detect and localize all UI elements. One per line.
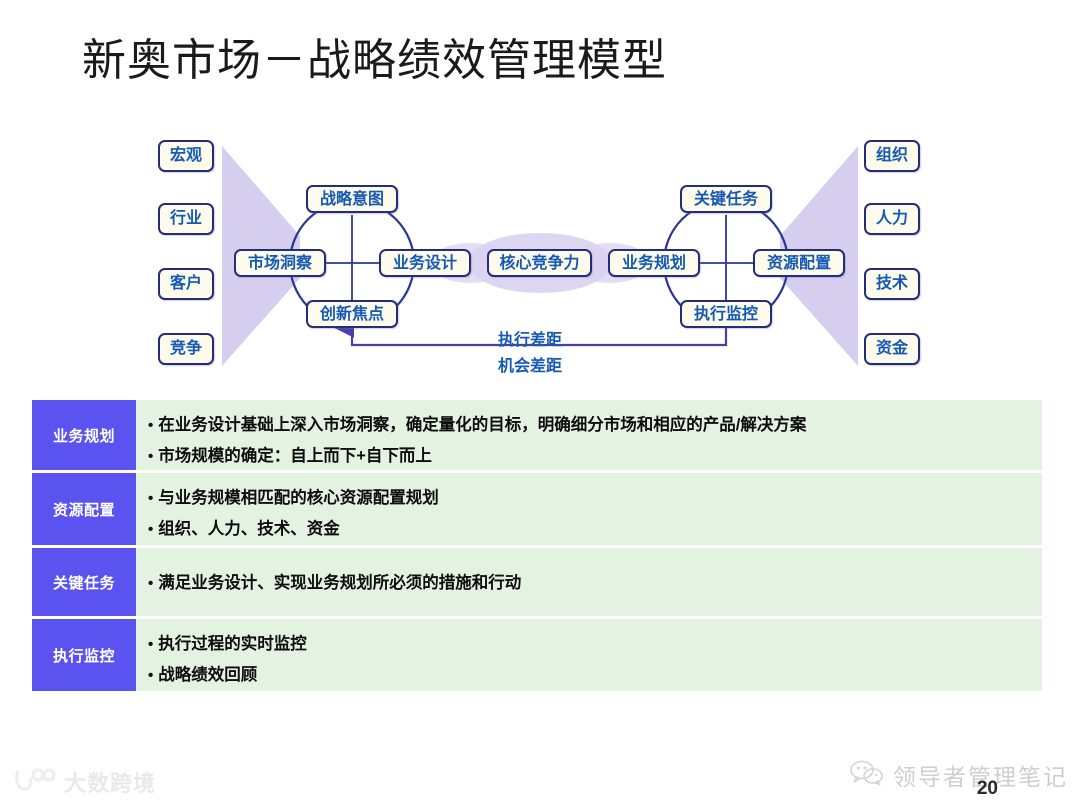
bullet-item: 组织、人力、技术、资金 xyxy=(148,514,1042,545)
node-resource-allocation[interactable]: 资源配置 xyxy=(753,249,845,277)
table-row: 业务规划 在业务设计基础上深入市场洞察，确定量化的目标，明确细分市场和相应的产品… xyxy=(32,400,1042,470)
output-box-capital[interactable]: 资金 xyxy=(864,333,920,365)
input-box-industry[interactable]: 行业 xyxy=(158,203,214,235)
bullet-item: 满足业务设计、实现业务规划所必须的措施和行动 xyxy=(148,568,1042,599)
brand-label: 大数跨境 xyxy=(64,771,157,796)
row-label-business-planning[interactable]: 业务规划 xyxy=(32,400,136,470)
node-business-planning[interactable]: 业务规划 xyxy=(608,249,700,277)
feedback-loop-path xyxy=(334,318,728,347)
row-label-resource-allocation[interactable]: 资源配置 xyxy=(32,473,136,545)
detail-table: 业务规划 在业务设计基础上深入市场洞察，确定量化的目标，明确细分市场和相应的产品… xyxy=(32,400,1042,694)
output-box-manpower[interactable]: 人力 xyxy=(864,203,920,235)
input-box-macro[interactable]: 宏观 xyxy=(158,140,214,172)
bullet-item: 战略绩效回顾 xyxy=(148,660,1042,691)
brand-logo-icon xyxy=(14,767,56,798)
row-label-execution-monitor[interactable]: 执行监控 xyxy=(32,619,136,691)
node-market-insight[interactable]: 市场洞察 xyxy=(234,249,326,277)
bullet-item: 在业务设计基础上深入市场洞察，确定量化的目标，明确细分市场和相应的产品/解决方案 xyxy=(148,410,1042,441)
row-content-key-tasks: 满足业务设计、实现业务规划所必须的措施和行动 xyxy=(136,548,1042,616)
brand-watermark: 大数跨境 xyxy=(14,766,156,798)
table-row: 执行监控 执行过程的实时监控 战略绩效回顾 xyxy=(32,619,1042,691)
input-box-customer[interactable]: 客户 xyxy=(158,268,214,300)
node-key-tasks[interactable]: 关键任务 xyxy=(680,185,772,213)
output-box-technology[interactable]: 技术 xyxy=(864,268,920,300)
node-execution-monitor[interactable]: 执行监控 xyxy=(680,300,772,328)
row-content-resource-allocation: 与业务规模相匹配的核心资源配置规划 组织、人力、技术、资金 xyxy=(136,473,1042,545)
wechat-account-watermark: 领导者管理笔记 xyxy=(850,758,1068,792)
watermark-label: 领导者管理笔记 xyxy=(893,764,1068,790)
row-content-execution-monitor: 执行过程的实时监控 战略绩效回顾 xyxy=(136,619,1042,691)
bullet-item: 执行过程的实时监控 xyxy=(148,629,1042,660)
gap-label-opportunity: 机会差距 xyxy=(498,358,563,375)
node-innovation-focus[interactable]: 创新焦点 xyxy=(306,300,398,328)
input-box-competition[interactable]: 竞争 xyxy=(158,333,214,365)
row-content-business-planning: 在业务设计基础上深入市场洞察，确定量化的目标，明确细分市场和相应的产品/解决方案… xyxy=(136,400,1042,470)
bullet-item: 与业务规模相匹配的核心资源配置规划 xyxy=(148,483,1042,514)
wechat-icon xyxy=(850,760,884,791)
strategy-model-diagram: 宏观 行业 客户 竞争 组织 人力 技术 资金 战略意图 市场洞察 业务设计 创… xyxy=(0,130,1080,390)
bullet-item: 市场规模的确定：自上而下+自下而上 xyxy=(148,441,1042,472)
table-row: 资源配置 与业务规模相匹配的核心资源配置规划 组织、人力、技术、资金 xyxy=(32,473,1042,545)
table-row: 关键任务 满足业务设计、实现业务规划所必须的措施和行动 xyxy=(32,548,1042,616)
page-number: 20 xyxy=(976,778,998,799)
row-label-key-tasks[interactable]: 关键任务 xyxy=(32,548,136,616)
gap-label-execution: 执行差距 xyxy=(498,332,563,349)
page-title: 新奥市场－战略绩效管理模型 xyxy=(82,36,667,85)
output-box-organization[interactable]: 组织 xyxy=(864,140,920,172)
node-strategic-intent[interactable]: 战略意图 xyxy=(306,185,398,213)
node-business-design[interactable]: 业务设计 xyxy=(379,249,471,277)
node-core-competence[interactable]: 核心竞争力 xyxy=(487,249,592,277)
